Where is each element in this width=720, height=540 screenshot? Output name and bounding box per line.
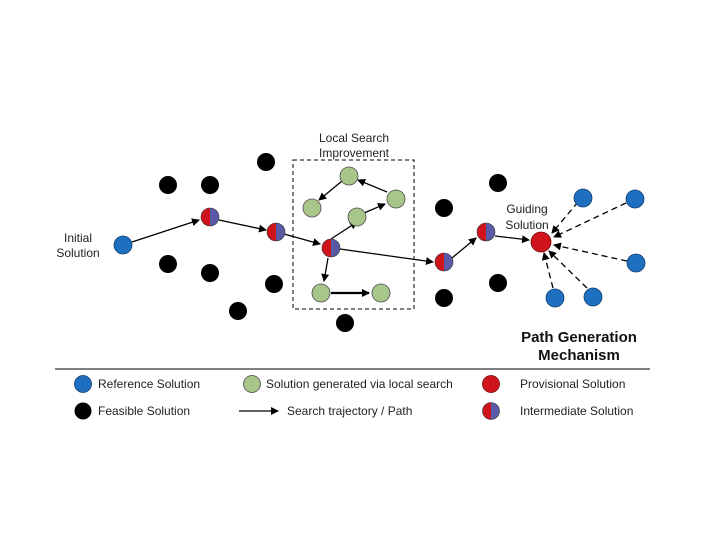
feasible-node — [489, 274, 507, 292]
local-search-node — [371, 283, 391, 303]
reference-nodes — [113, 188, 646, 308]
reference-node — [626, 253, 646, 273]
legend-reference-swatch — [74, 375, 92, 393]
path-edge — [131, 218, 200, 243]
diagram-title-line2: Mechanism — [538, 347, 620, 364]
intermediate-node — [200, 207, 220, 227]
intermediate-node — [266, 222, 286, 242]
legend-intermediate-swatch — [482, 402, 500, 420]
intermediate-node — [434, 252, 454, 272]
feasible-node — [159, 255, 177, 273]
legend-intermediate-label: Intermediate Solution — [520, 404, 633, 418]
feasible-node — [201, 264, 219, 282]
local-search-label-1: Local Search — [319, 131, 389, 145]
reference-node-initial — [113, 235, 133, 255]
local-search-node — [302, 198, 322, 218]
feasible-node — [201, 176, 219, 194]
reference-node — [583, 287, 603, 307]
local-search-label-2: Improvement — [319, 146, 390, 160]
feasible-node — [435, 199, 453, 217]
guiding-edges — [541, 201, 628, 289]
feasible-node — [435, 289, 453, 307]
path-edge — [339, 248, 434, 265]
path-edge — [494, 235, 530, 244]
feasible-node — [229, 302, 247, 320]
reference-node — [625, 189, 645, 209]
local-search-box — [292, 159, 415, 310]
legend-reference-label: Reference Solution — [98, 377, 200, 391]
legend-local-label: Solution generated via local search — [266, 377, 453, 391]
feasible-node — [265, 275, 283, 293]
path-edge — [218, 219, 267, 233]
initial-solution-label-1: Initial — [64, 231, 92, 245]
local-search-edge — [321, 257, 330, 282]
legend-provisional-label: Provisional Solution — [520, 377, 625, 391]
reference-node — [545, 288, 565, 308]
local-nodes — [302, 166, 406, 303]
legend-feasible-swatch — [74, 402, 92, 420]
feasible-node — [489, 174, 507, 192]
local-search-node — [339, 166, 359, 186]
local-search-node — [347, 207, 367, 227]
guiding-edge — [553, 242, 628, 262]
local-search-edge — [357, 178, 388, 193]
path-edge — [283, 233, 321, 246]
diagram-title-line1: Path Generation — [521, 329, 637, 346]
intermediate-nodes — [200, 207, 496, 272]
legend-feasible-label: Feasible Solution — [98, 404, 190, 418]
feasible-nodes — [159, 153, 507, 332]
local-search-node — [311, 283, 331, 303]
edges — [131, 178, 530, 297]
feasible-node — [336, 314, 354, 332]
local-search-node — [386, 189, 406, 209]
guiding-solution-label-2: Solution — [505, 218, 548, 232]
provisional-node-guiding — [530, 231, 552, 253]
feasible-node — [159, 176, 177, 194]
intermediate-node — [476, 222, 496, 242]
guiding-edge — [553, 202, 627, 238]
legend-provisional-swatch — [482, 375, 500, 393]
guiding-edge — [551, 201, 579, 234]
local-search-edge — [318, 180, 343, 201]
legend: Reference Solution Solution generated vi… — [74, 375, 633, 420]
guiding-solution-label-1: Guiding — [506, 202, 547, 216]
local-search-edge — [363, 203, 386, 214]
guiding-edge — [548, 250, 588, 289]
initial-solution-label-2: Solution — [56, 246, 99, 260]
intermediate-node — [321, 238, 341, 258]
path-edge — [451, 237, 477, 259]
guiding-edge — [541, 252, 554, 289]
legend-trajectory-label: Search trajectory / Path — [287, 404, 412, 418]
reference-node — [573, 188, 593, 208]
legend-local-swatch — [243, 375, 261, 393]
feasible-node — [257, 153, 275, 171]
